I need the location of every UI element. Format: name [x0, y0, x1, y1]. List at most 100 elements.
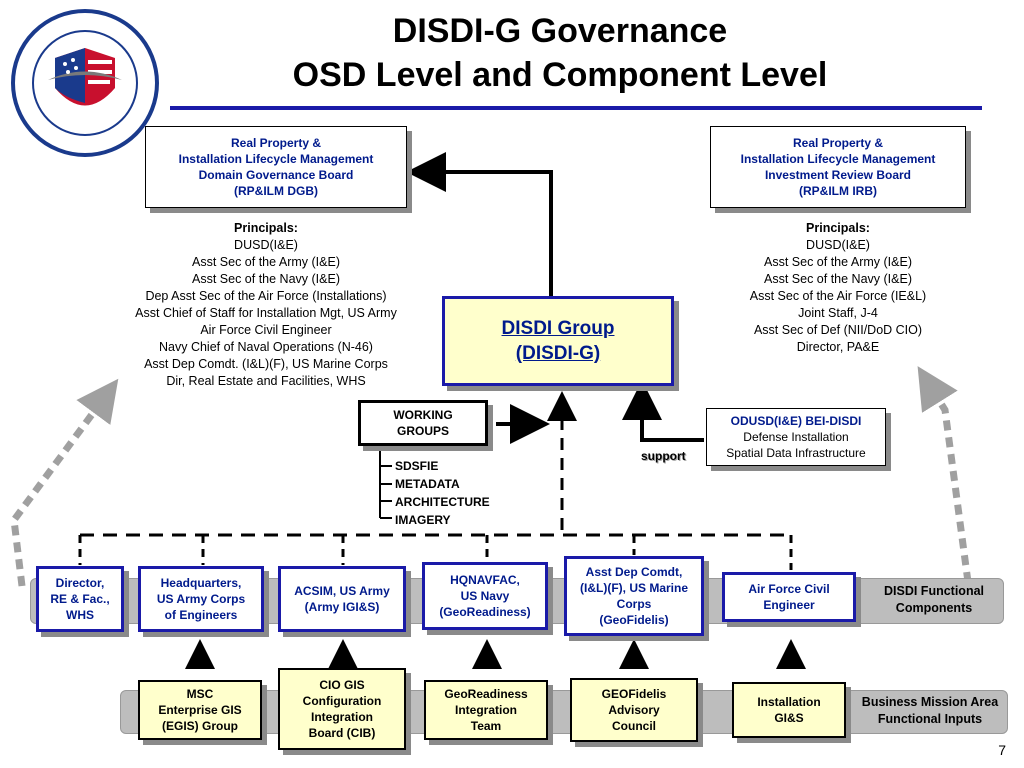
component-usaf: Air Force Civil Engineer [722, 572, 856, 622]
principal-item: Asst Sec of the Army (I&E) [764, 255, 912, 269]
working-group-item: METADATA [395, 477, 460, 491]
input-line: Configuration [302, 694, 382, 708]
inputs-band-label: Business Mission Area Functional Inputs [850, 694, 1010, 728]
input-egis: MSC Enterprise GIS (EGIS) Group [138, 680, 262, 740]
input-line: GEOFidelis [601, 687, 667, 701]
disdi-group-line: (DISDI-G) [515, 343, 601, 364]
component-whs: Director, RE & Fac., WHS [36, 566, 124, 632]
working-group-item: ARCHITECTURE [395, 495, 490, 509]
principal-item: Dir, Real Estate and Facilities, WHS [166, 374, 366, 388]
component-line: (GeoFidelis) [599, 613, 669, 627]
page-number: 7 [998, 742, 1006, 758]
working-groups-line: WORKING [393, 408, 453, 422]
band-label-line: Business Mission Area [861, 695, 999, 709]
component-line: ACSIM, US Army [294, 584, 390, 598]
principals-heading: Principals: [234, 221, 298, 235]
input-line: Advisory [608, 703, 660, 717]
working-groups-box: WORKING GROUPS [358, 400, 488, 446]
component-line: RE & Fac., [50, 592, 110, 606]
irb-line: (RP&ILM IRB) [799, 184, 877, 198]
odusd-line: Spatial Data Infrastructure [726, 446, 866, 460]
principal-item: Dep Asst Sec of the Air Force (Installat… [145, 289, 387, 303]
component-line: US Navy [460, 589, 510, 603]
component-line: (Army IGI&S) [304, 600, 380, 614]
input-line: GeoReadiness [444, 687, 528, 701]
slide-title-line2: OSD Level and Component Level [292, 56, 828, 94]
input-line: Installation [757, 695, 821, 709]
dgb-box: Real Property & Installation Lifecycle M… [145, 126, 407, 208]
title-rule [170, 106, 982, 110]
dgb-line: Domain Governance Board [198, 168, 354, 182]
input-line: Integration [311, 710, 373, 724]
dashed-arrow-left [10, 378, 119, 587]
input-line: GI&S [774, 711, 804, 725]
irb-box: Real Property & Installation Lifecycle M… [710, 126, 966, 208]
components-band-label: DISDI Functional Components [874, 583, 994, 617]
component-line: (GeoReadiness) [439, 605, 531, 619]
arrow-disdi-to-dgb [406, 152, 553, 296]
principal-item: Air Force Civil Engineer [200, 323, 332, 337]
dgb-line: Installation Lifecycle Management [178, 152, 374, 166]
principal-item: DUSD(I&E) [806, 238, 870, 252]
working-group-item: IMAGERY [395, 513, 451, 527]
dgb-line: (RP&ILM DGB) [234, 184, 318, 198]
component-line: Air Force Civil [748, 582, 830, 596]
irb-line: Investment Review Board [764, 168, 912, 182]
dgb-line: Real Property & [230, 136, 322, 150]
slide-title-line1: DISDI-G Governance [392, 12, 728, 50]
irb-line: Installation Lifecycle Management [740, 152, 936, 166]
dgb-principals: Principals: DUSD(I&E) Asst Sec of the Ar… [100, 220, 432, 390]
disdi-group-box: DISDI Group (DISDI-G) [442, 296, 674, 386]
component-navfac: HQNAVFAC, US Navy (GeoReadiness) [422, 562, 548, 630]
component-usace: Headquarters, US Army Corps of Engineers [138, 566, 264, 632]
principal-item: Director, PA&E [796, 340, 880, 354]
seal-logo [10, 8, 160, 158]
input-line: CIO GIS [319, 678, 365, 692]
component-line: Corps [616, 597, 652, 611]
component-line: of Engineers [164, 608, 238, 622]
principal-item: Joint Staff, J-4 [798, 306, 878, 320]
component-acsim: ACSIM, US Army (Army IGI&S) [278, 566, 406, 632]
principal-item: DUSD(I&E) [234, 238, 298, 252]
dashed-arrow-right [917, 366, 972, 583]
working-group-item: SDSFIE [395, 459, 439, 473]
principal-item: Asst Sec of the Army (I&E) [192, 255, 340, 269]
principal-item: Asst Sec of the Air Force (IE&L) [749, 289, 927, 303]
principal-item: Asst Sec of the Navy (I&E) [192, 272, 340, 286]
irb-principals: Principals: DUSD(I&E) Asst Sec of the Ar… [700, 220, 976, 356]
component-line: Asst Dep Comdt, [585, 565, 683, 579]
odusd-line: Defense Installation [743, 430, 849, 444]
input-georeadiness: GeoReadiness Integration Team [424, 680, 548, 740]
component-line: WHS [66, 608, 94, 622]
component-usmc: Asst Dep Comdt, (I&L)(F), US Marine Corp… [564, 556, 704, 636]
principal-item: Asst Dep Comdt. (I&L)(F), US Marine Corp… [144, 357, 388, 371]
input-line: Integration [455, 703, 517, 717]
component-line: Director, [55, 576, 105, 590]
band-label-line: DISDI Functional [884, 584, 984, 598]
working-groups-line: GROUPS [396, 424, 449, 438]
odusd-title: ODUSD(I&E) BEI-DISDI [730, 414, 862, 428]
input-geofidelis: GEOFidelis Advisory Council [570, 678, 698, 742]
principal-item: Asst Chief of Staff for Installation Mgt… [135, 306, 397, 320]
odusd-box: ODUSD(I&E) BEI-DISDI Defense Installatio… [706, 408, 886, 466]
input-line: Council [612, 719, 656, 733]
arrow-support-to-disdi [622, 380, 704, 442]
component-line: Engineer [763, 598, 815, 612]
component-line: HQNAVFAC, [450, 573, 520, 587]
input-line: (EGIS) Group [162, 719, 238, 733]
principal-item: Navy Chief of Naval Operations (N-46) [159, 340, 373, 354]
band-label-line: Functional Inputs [877, 712, 983, 726]
input-cib: CIO GIS Configuration Integration Board … [278, 668, 406, 750]
principal-item: Asst Sec of the Navy (I&E) [764, 272, 912, 286]
support-label: support [641, 449, 686, 463]
component-line: Headquarters, [160, 576, 242, 590]
input-line: MSC [186, 687, 214, 701]
input-installation-gis: Installation GI&S [732, 682, 846, 738]
disdi-group-line: DISDI Group [501, 318, 615, 339]
principal-item: Asst Sec of Def (NII/DoD CIO) [753, 323, 923, 337]
input-line: Enterprise GIS [158, 703, 242, 717]
working-groups-list: SDSFIE METADATA ARCHITECTURE IMAGERY [395, 457, 490, 529]
band-label-line: Components [895, 601, 973, 615]
input-line: Board (CIB) [308, 726, 376, 740]
